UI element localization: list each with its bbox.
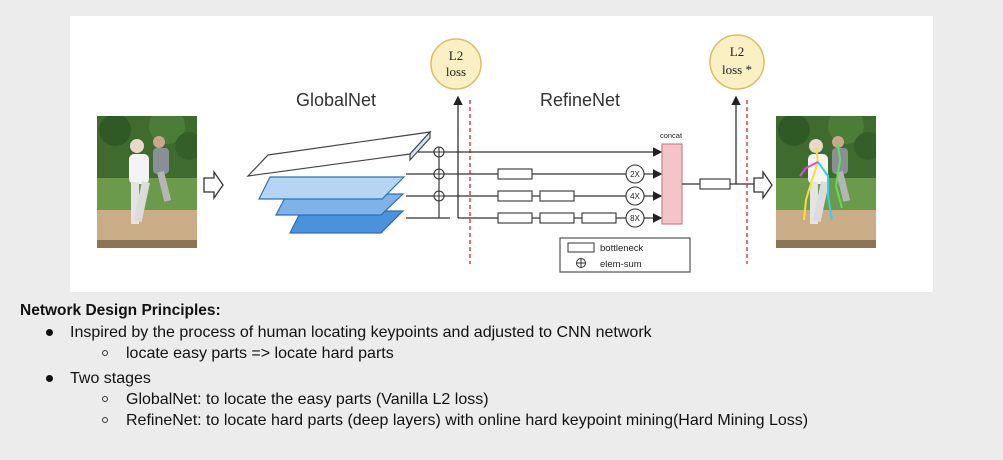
refinenet-paths — [458, 147, 663, 223]
bullet-circle-icon — [102, 417, 108, 423]
bottleneck-block — [497, 190, 533, 202]
pyramid-layer-2 — [258, 176, 406, 200]
architecture-figure: GlobalNet RefineNet L2 loss — [70, 16, 933, 292]
bottleneck-block — [539, 212, 575, 224]
output-arrow — [753, 169, 773, 201]
l2-loss-line1: L2 — [449, 48, 463, 63]
refinenet-label: RefineNet — [540, 90, 620, 110]
list-item: GlobalNet: to locate the easy parts (Van… — [24, 389, 999, 410]
l2-loss-star-node: L2 loss * — [709, 34, 765, 90]
output-image — [776, 116, 876, 248]
list-item: locate easy parts => locate hard parts — [24, 343, 999, 364]
input-image — [97, 116, 197, 248]
upsample-4x-label: 4X — [630, 192, 640, 201]
bottleneck-block — [497, 168, 533, 180]
upsample-nodes: 2X 4X 8X — [625, 164, 645, 228]
bullet-text: RefineNet: to locate hard parts (deep la… — [126, 412, 809, 429]
bullet-circle-icon — [102, 396, 108, 402]
pyramid-layer-1-side — [409, 130, 431, 162]
l2-loss-star-line2: loss * — [722, 62, 752, 77]
globalnet-label: GlobalNet — [296, 90, 376, 110]
upsample-2x-label: 2X — [630, 170, 640, 179]
legend-elem-sum-label: elem-sum — [600, 259, 642, 270]
l2-loss-node: L2 loss — [430, 38, 482, 90]
list-item: Inspired by the process of human locatin… — [24, 322, 999, 343]
network-diagram: GlobalNet RefineNet L2 loss — [203, 34, 773, 273]
legend-bottleneck-label: bottleneck — [600, 243, 644, 254]
final-bottleneck-block — [699, 178, 731, 190]
concat-label: concat — [660, 131, 683, 140]
l2-loss-line2: loss — [446, 64, 466, 79]
bullet-text: locate easy parts => locate hard parts — [126, 345, 394, 362]
globalnet-pyramid — [246, 130, 432, 234]
bullet-circle-icon — [102, 350, 108, 356]
bullet-text: Inspired by the process of human locatin… — [70, 324, 652, 341]
l2-loss-star-line1: L2 — [730, 44, 744, 59]
pyramid-layer-1 — [246, 131, 432, 177]
principles-list: Inspired by the process of human locatin… — [24, 322, 999, 431]
pyramid-connections — [406, 151, 450, 219]
bullet-dot-icon — [46, 329, 53, 336]
bottleneck-block — [497, 212, 533, 224]
section-heading: Network Design Principles: — [20, 302, 221, 319]
bottleneck-block — [581, 212, 617, 224]
input-arrow — [203, 169, 224, 201]
bottleneck-block — [539, 190, 575, 202]
bullet-dot-icon — [46, 375, 53, 382]
concat-block — [661, 143, 683, 225]
bottleneck-blocks — [497, 168, 617, 224]
elem-sum-nodes — [433, 146, 445, 202]
upsample-8x-label: 8X — [630, 214, 640, 223]
bullet-text: Two stages — [70, 370, 151, 387]
legend-bottleneck-swatch — [567, 242, 595, 253]
legend: bottleneck elem-sum — [559, 237, 691, 273]
list-item: RefineNet: to locate hard parts (deep la… — [24, 410, 999, 431]
list-item: Two stages — [24, 368, 999, 389]
bullet-text: GlobalNet: to locate the easy parts (Van… — [126, 391, 489, 408]
